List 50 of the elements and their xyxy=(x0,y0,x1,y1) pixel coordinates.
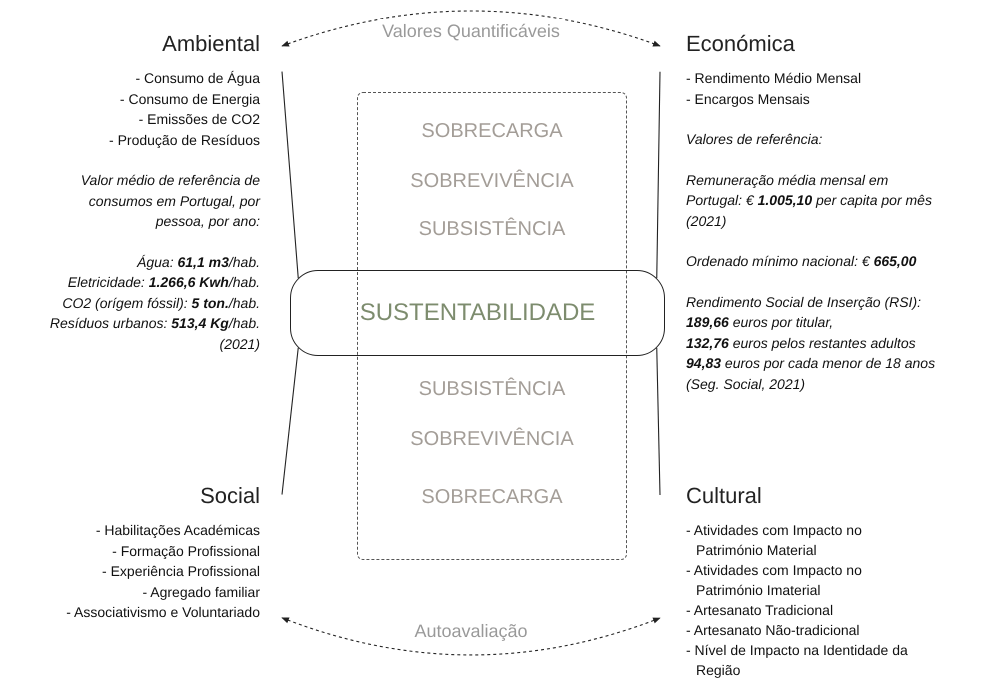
reference-note: Água: 61,1 m3/hab. xyxy=(137,252,260,272)
reference-note: (2021) xyxy=(220,334,260,354)
dashed-frame xyxy=(357,92,627,560)
level-label: SUBSISTÊNCIA xyxy=(418,377,566,401)
connector-line xyxy=(281,72,299,278)
list-item: - Atividades com Impacto no Património Imaterial xyxy=(686,561,863,600)
edge-label: Valores Quantificáveis xyxy=(378,18,564,43)
list-item: - Encargos Mensais xyxy=(686,90,810,109)
list-item: - Habilitações Académicas xyxy=(96,521,260,540)
reference-note: 132,76 euros pelos restantes adultos xyxy=(686,334,916,353)
reference-note: Eletricidade: 1.266,6 Kwh/hab. xyxy=(68,273,260,292)
rounded-box xyxy=(290,270,665,356)
list-item: - Emissões de CO2 xyxy=(138,110,260,129)
reference-note: 94,83 euros por cada menor de 18 anos xyxy=(686,354,936,373)
reference-note: 189,66 euros por titular, xyxy=(686,313,834,332)
list-item: - Artesanato Tradicional xyxy=(686,601,834,620)
list-item: - Atividades com Impacto no Património Material xyxy=(686,521,863,560)
level-label: SOBREVIVÊNCIA xyxy=(410,427,574,451)
list-item: - Associativismo e Voluntariado xyxy=(66,603,260,622)
level-label: SOBREVIVÊNCIA xyxy=(410,169,574,193)
reference-note: Valores de referência: xyxy=(686,130,822,149)
reference-note: Resíduos urbanos: 513,4 Kg/hab. xyxy=(50,314,260,333)
level-label: SUBSISTÊNCIA xyxy=(418,217,566,241)
list-item: - Rendimento Médio Mensal xyxy=(686,69,862,88)
reference-note: Valor médio de referência de consumos em Portugal, por pessoa, por ano: xyxy=(80,171,260,231)
list-item: - Consumo de Água xyxy=(135,69,260,88)
reference-note: CO2 (orígem fóssil): 5 ton./hab. xyxy=(62,294,260,313)
list-item: - Consumo de Energia xyxy=(120,90,260,109)
category-heading: Cultural xyxy=(686,482,762,510)
level-label: SOBRECARGA xyxy=(421,485,563,509)
list-item: - Formação Profissional xyxy=(112,542,260,561)
reference-note: Ordenado mínimo nacional: € 665,00 xyxy=(686,252,916,271)
list-item: - Experiência Profissional xyxy=(102,562,260,581)
curved-arrow xyxy=(281,10,661,47)
connector-line xyxy=(656,72,661,278)
list-item: - Nível de Impacto na Identidade da Região xyxy=(686,641,909,680)
reference-note: Remuneração média mensal em Portugal: € 1.005,10 per capita por mês (2021) xyxy=(686,170,933,231)
category-heading: Económica xyxy=(686,30,795,58)
connector-line xyxy=(656,348,661,496)
level-label: SOBRECARGA xyxy=(421,119,563,143)
list-item: - Artesanato Não-tradicional xyxy=(686,621,860,640)
list-item: - Agregado familiar xyxy=(142,582,260,602)
list-item: - Produção de Resíduos xyxy=(109,130,260,150)
category-heading: Ambiental xyxy=(162,30,260,58)
central-label: SUSTENTABILIDADE xyxy=(360,298,596,328)
connector-line xyxy=(281,348,299,495)
reference-note: (Seg. Social, 2021) xyxy=(686,374,806,394)
curved-arrow xyxy=(281,617,661,656)
category-heading: Social xyxy=(200,482,260,510)
reference-note: Rendimento Social de Inserção (RSI): xyxy=(686,292,921,312)
